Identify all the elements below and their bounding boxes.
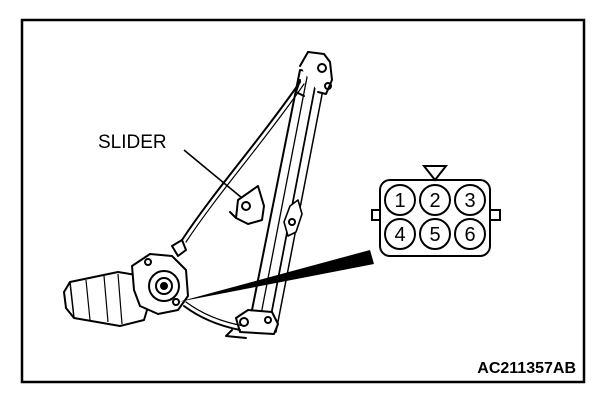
window-regulator (181, 51, 333, 339)
top-bracket (299, 51, 333, 95)
connector-key-mark (421, 165, 449, 182)
pin-circle-4 (384, 218, 416, 250)
pin-label-4: 4 (394, 224, 405, 246)
bottom-bracket (235, 309, 279, 335)
connector-face (371, 165, 501, 257)
slider-leader-line (183, 149, 243, 199)
slider-label: SLIDER (98, 132, 167, 153)
regulator-cable (181, 81, 301, 241)
pin-circle-3 (454, 184, 486, 216)
figure-code: AC211357AB (477, 360, 576, 377)
pin-label-6: 6 (464, 224, 475, 246)
regulator-motor (63, 239, 189, 327)
pin-label-3: 3 (464, 190, 475, 212)
pin-circle-2 (419, 184, 451, 216)
connector-pointer-wedge (178, 250, 374, 302)
pin-label-2: 2 (429, 190, 440, 212)
pin-circle-6 (454, 218, 486, 250)
pin-circle-1 (384, 184, 416, 216)
pin-label-1: 1 (394, 190, 405, 212)
pin-circle-5 (419, 218, 451, 250)
pin-label-5: 5 (429, 224, 440, 246)
figure-border (20, 18, 586, 384)
